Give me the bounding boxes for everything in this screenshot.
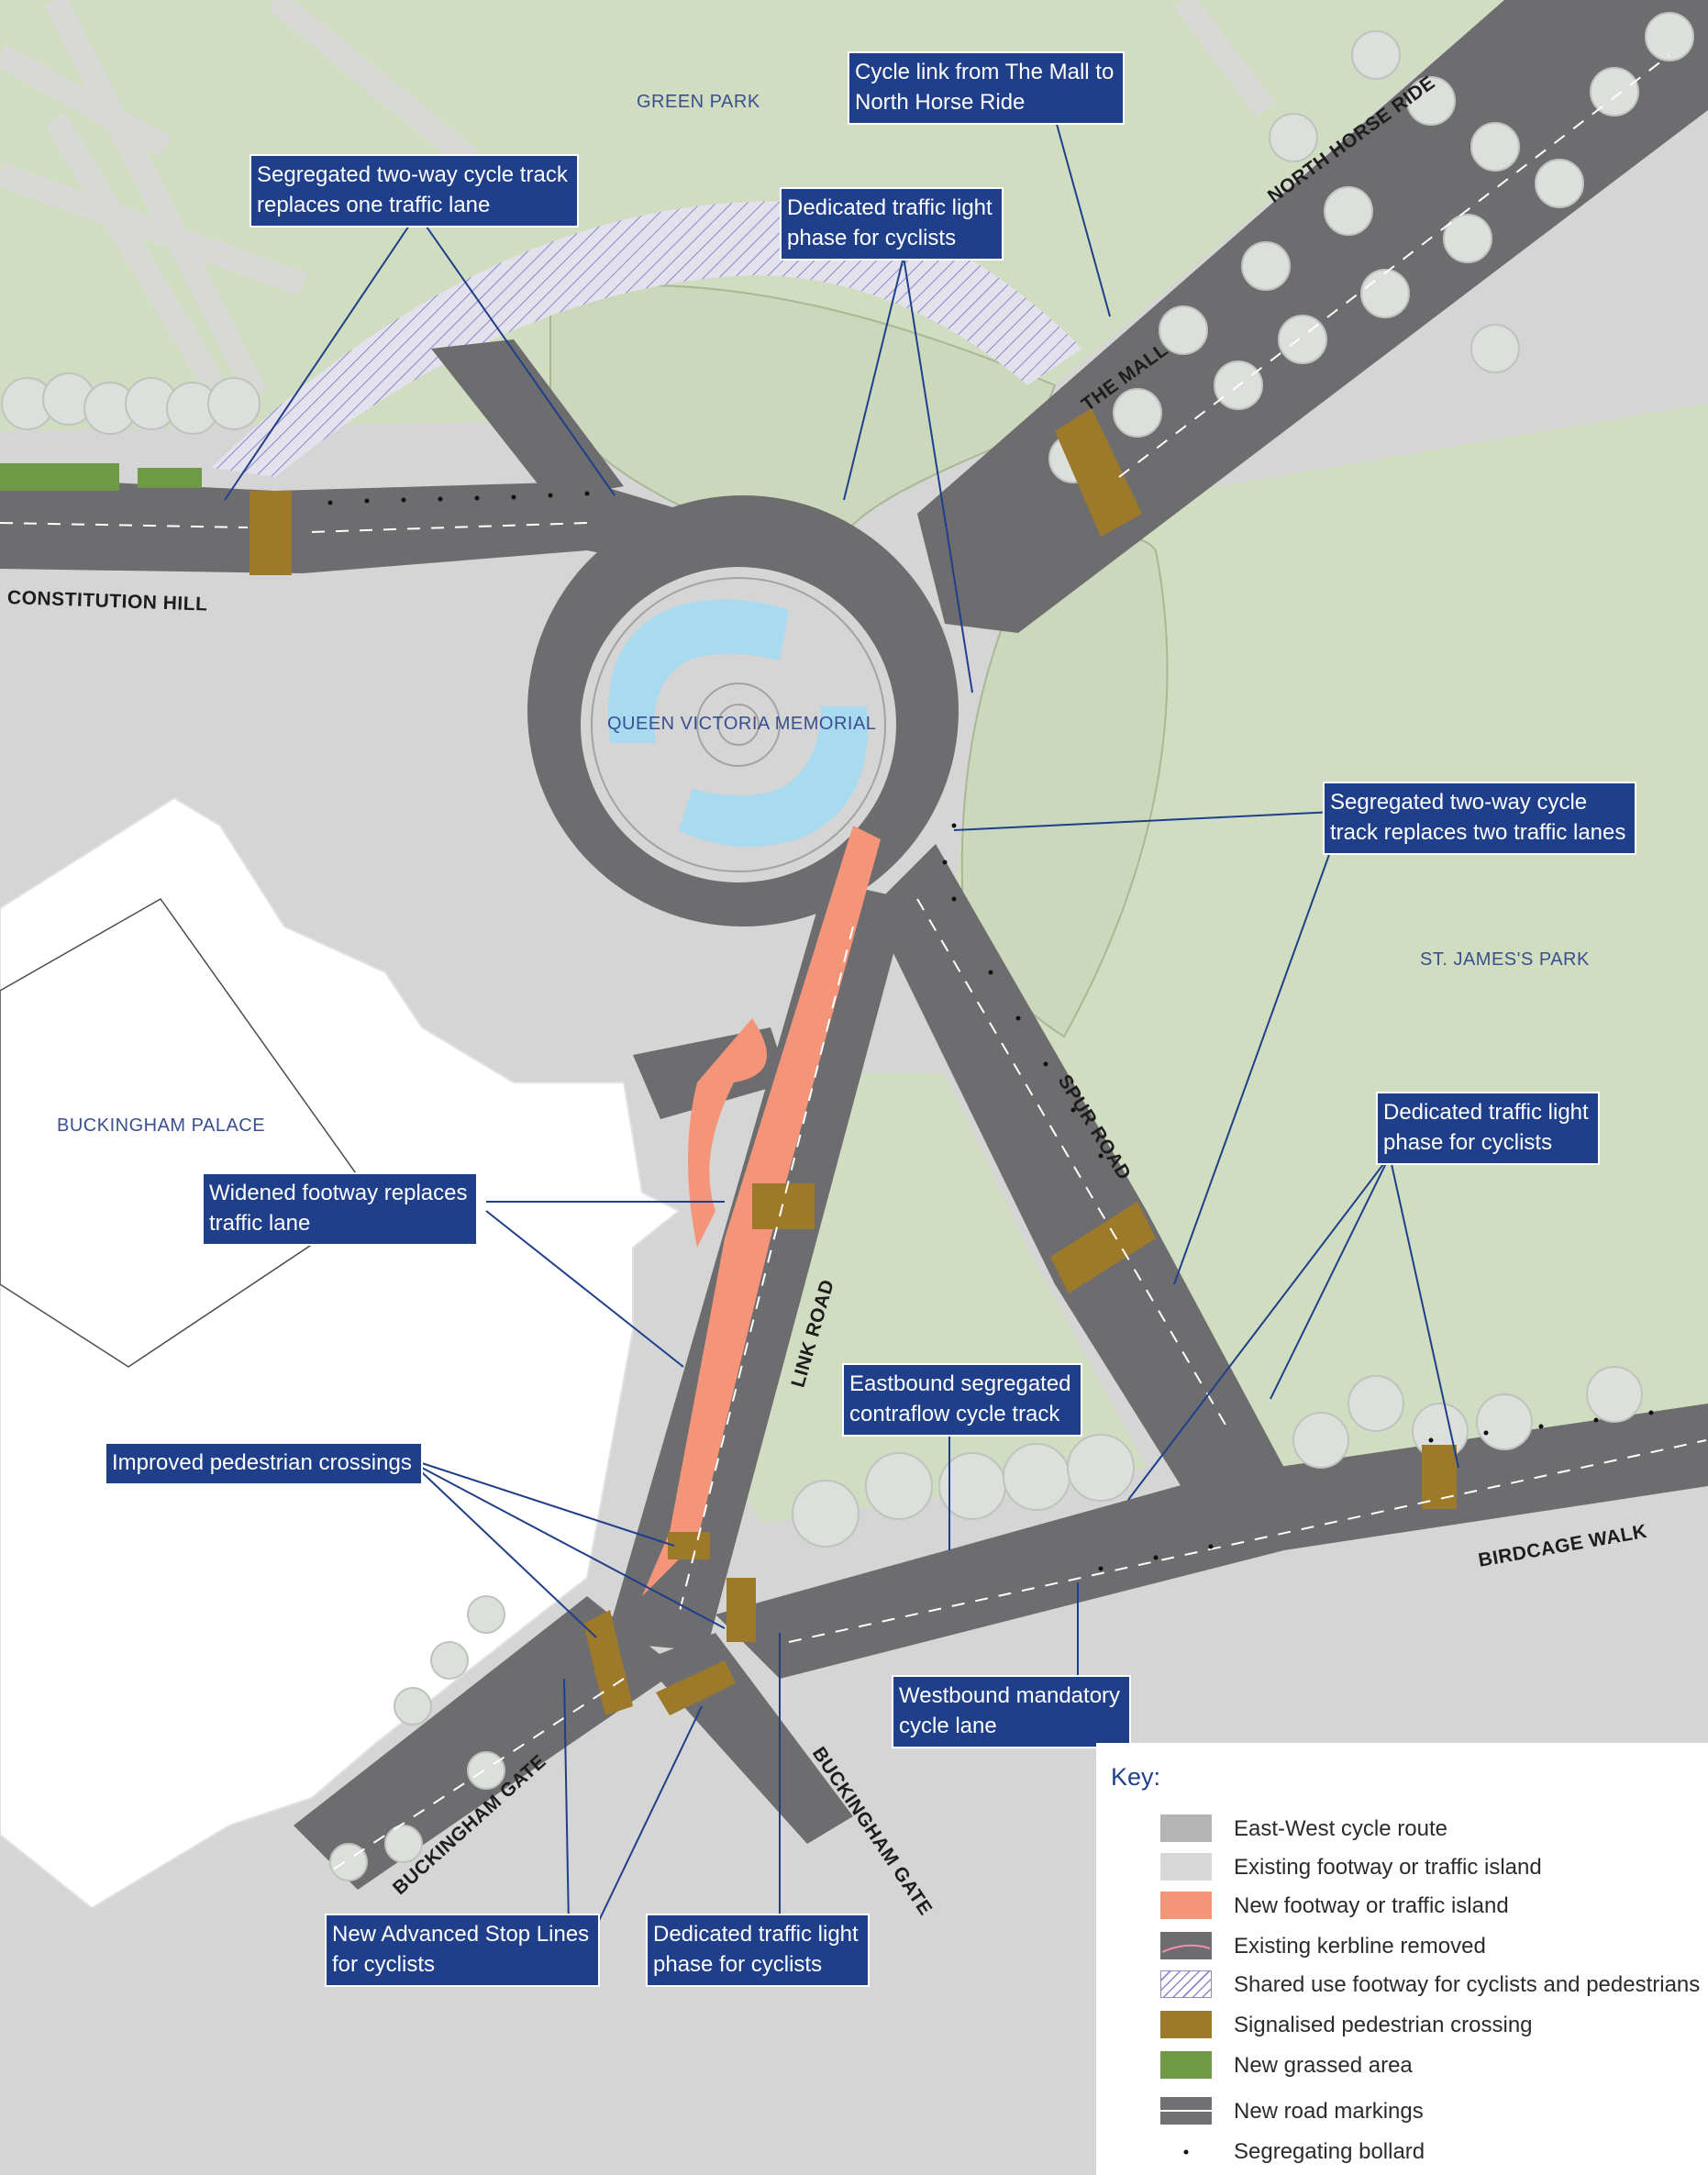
swatch-signalised-crossing — [1160, 2011, 1212, 2038]
buckingham-palace-outline — [0, 898, 378, 1368]
green-park-paths — [0, 0, 1276, 401]
new-grassed-areas — [0, 463, 202, 491]
swatch-bollard — [1160, 2137, 1212, 2165]
label-queen-victoria-memorial: QUEEN VICTORIA MEMORIAL — [607, 714, 877, 734]
swatch-grassed-area — [1160, 2051, 1212, 2079]
key-title: Key: — [1111, 1763, 1161, 1791]
swatch-existing-footway — [1160, 1853, 1212, 1881]
callout-improved-crossings: Improved pedestrian crossings — [105, 1442, 423, 1485]
segregating-bollards — [327, 491, 1654, 1571]
label-buckingham-palace: BUCKINGHAM PALACE — [57, 1115, 266, 1136]
new-footway-palace-side — [688, 1018, 767, 1248]
memorial-garden-north — [549, 284, 1057, 552]
label-green-park: GREEN PARK — [637, 92, 760, 112]
shared-use-footway — [211, 201, 1082, 477]
memorial-water-north — [607, 599, 789, 743]
label-st-jamess-park: ST. JAMES'S PARK — [1420, 949, 1590, 970]
swatch-cycle-route — [1160, 1814, 1212, 1842]
trees — [1, 12, 1694, 1881]
memorial-garden-east — [960, 537, 1169, 1038]
swatch-new-footway — [1160, 1892, 1212, 1919]
swatch-road-markings — [1160, 2097, 1212, 2125]
memorial-water-south — [679, 706, 869, 847]
map-key: Key: East-West cycle route Existing foot… — [1096, 1743, 1708, 2175]
callout-leaders — [224, 117, 1459, 1927]
swatch-kerbline-removed — [1160, 1932, 1212, 1959]
swatch-shared-use — [1160, 1970, 1212, 1998]
road-markings — [0, 54, 1707, 1872]
memorial-ring — [591, 577, 886, 872]
memorial-centre — [696, 682, 781, 767]
buckingham-palace-building — [0, 796, 681, 1910]
